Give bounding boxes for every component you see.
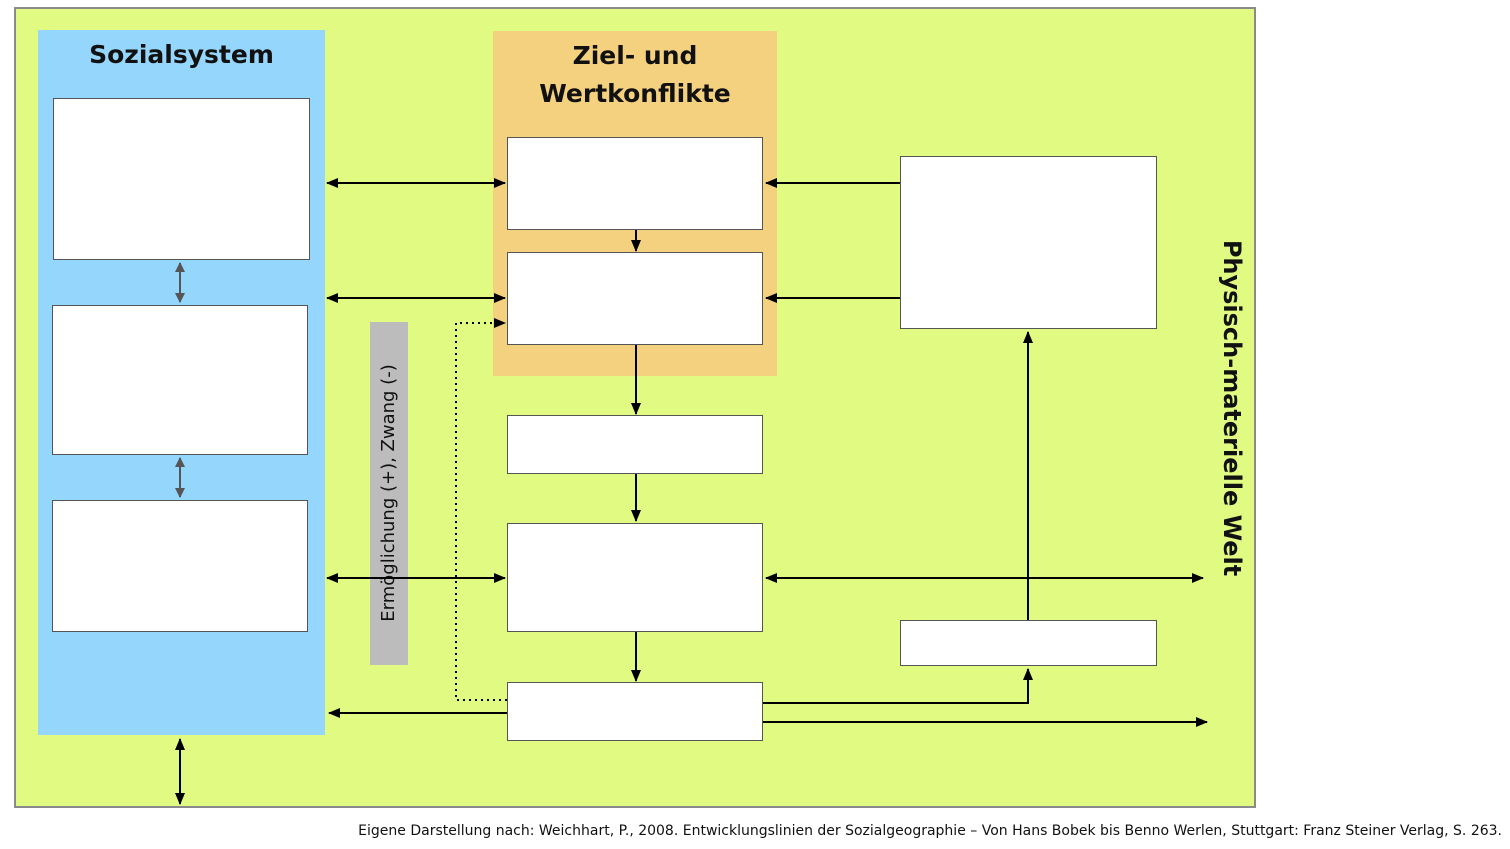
enablement-constraint-bar <box>370 322 408 665</box>
social-box-1 <box>53 98 310 260</box>
process-box-1 <box>507 415 763 474</box>
social-box-3 <box>52 500 308 632</box>
conflict-title-line-1: Ziel- und <box>572 41 698 70</box>
process-box-2 <box>507 523 763 632</box>
conflict-box-2 <box>507 252 763 345</box>
dotted-feedback-arrow <box>455 318 507 701</box>
social-box-2 <box>52 305 308 455</box>
conflict-box-1 <box>507 137 763 230</box>
arrow-process3-world-box2 <box>763 668 1033 704</box>
social-system-title: Sozialsystem <box>89 40 274 69</box>
process-box-3 <box>507 682 763 741</box>
source-citation: Eigene Darstellung nach: Weichhart, P., … <box>358 823 1502 839</box>
world-box-2 <box>900 620 1157 666</box>
conflict-title: Ziel- und Wertkonflikte <box>493 37 777 113</box>
conflict-title-line-2: Wertkonflikte <box>539 79 731 108</box>
world-box-1 <box>900 156 1157 329</box>
